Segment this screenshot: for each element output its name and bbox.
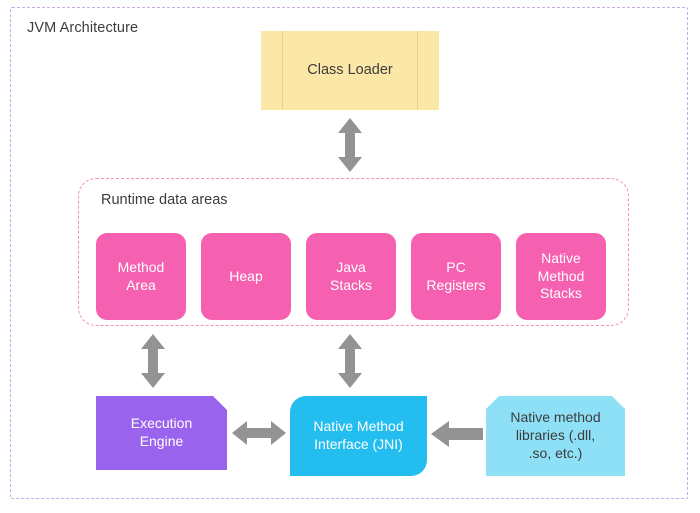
arrow-runtime-to-execution-engine-icon [139, 334, 167, 388]
runtime-box-pc-registers[interactable]: PC Registers [411, 233, 501, 320]
execution-engine-label: Execution Engine [130, 415, 193, 449]
page-title: JVM Architecture [27, 20, 139, 36]
native-method-interface-node[interactable]: Native Method Interface (JNI) [290, 396, 427, 476]
runtime-data-areas-title: Runtime data areas [101, 192, 228, 208]
runtime-box-pc-registers-label: PC Registers [426, 258, 486, 293]
runtime-box-heap[interactable]: Heap [201, 233, 291, 320]
arrow-native-libraries-to-jni-icon [431, 421, 483, 447]
runtime-box-native-method-stacks[interactable]: Native Method Stacks [516, 233, 606, 320]
arrow-execution-engine-to-jni-icon [232, 419, 286, 447]
class-loader-right-rail [416, 31, 418, 110]
native-method-interface-label: Native Method Interface (JNI) [313, 418, 404, 452]
class-loader-node[interactable]: Class Loader [261, 31, 439, 110]
runtime-box-method-area[interactable]: Method Area [96, 233, 186, 320]
runtime-box-native-method-stacks-label: Native Method Stacks [537, 249, 585, 302]
runtime-box-java-stacks[interactable]: Java Stacks [306, 233, 396, 320]
arrow-runtime-to-jni-icon [336, 334, 364, 388]
native-method-libraries-node[interactable]: Native method libraries (.dll, .so, etc.… [486, 396, 625, 476]
class-loader-label: Class Loader [307, 62, 393, 79]
runtime-data-areas-container [78, 178, 629, 326]
class-loader-left-rail [282, 31, 284, 110]
runtime-box-method-area-label: Method Area [117, 258, 165, 293]
execution-engine-node[interactable]: Execution Engine [96, 396, 227, 470]
runtime-box-heap-label: Heap [229, 267, 263, 284]
arrow-class-loader-to-runtime-icon [336, 118, 364, 172]
native-method-libraries-label: Native method libraries (.dll, .so, etc.… [510, 409, 601, 461]
diagram-outer-frame [10, 7, 688, 499]
runtime-box-java-stacks-label: Java Stacks [329, 258, 372, 293]
